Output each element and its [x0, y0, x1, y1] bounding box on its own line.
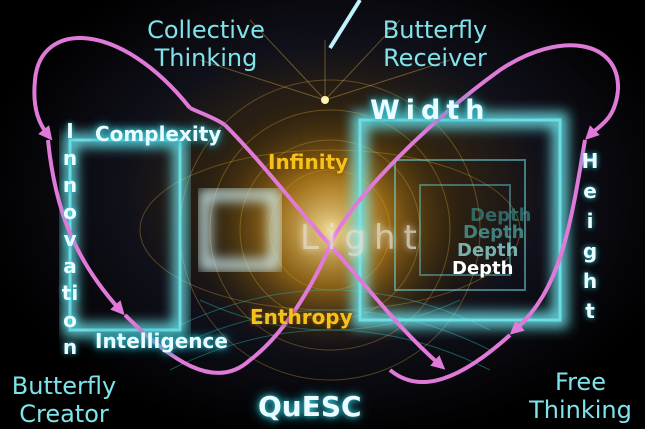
- left-down-arrow: [46, 139, 125, 316]
- diagonal-arrow-down: [223, 123, 446, 370]
- label-depth-2: Depth: [463, 222, 525, 243]
- butterfly-creator-text: Butterfly Creator: [11, 372, 117, 428]
- innovation-text: Innovation: [61, 119, 79, 359]
- label-complexity: Complexity: [95, 122, 222, 146]
- butterfly-receiver-text: Butterfly Receiver: [382, 16, 488, 72]
- label-infinity: Infinity: [268, 150, 349, 174]
- diagonal-arrow-start: [189, 106, 227, 127]
- label-light: Light: [300, 218, 425, 258]
- label-depth-1: Depth: [470, 205, 532, 226]
- label-quesc: QuESC: [258, 390, 362, 423]
- butterfly-loops: [32, 36, 621, 385]
- right-down-arrow: [509, 139, 587, 335]
- label-enthropy: Enthropy: [250, 305, 353, 329]
- collective-thinking-text: Collective Thinking: [147, 16, 265, 72]
- label-depth-3: Depth: [457, 240, 519, 261]
- concentric-rings: [139, 79, 521, 381]
- free-thinking-text: Free Thinking: [529, 368, 632, 424]
- label-depth-4: Depth: [452, 258, 514, 279]
- top-left-arrow: [32, 36, 192, 141]
- light-rays: [199, 19, 451, 101]
- label-collective-thinking: Collective Thinking: [136, 16, 276, 72]
- lower-left-loop: [123, 244, 332, 375]
- label-height: Height: [580, 146, 600, 326]
- lower-right-loop: [388, 333, 512, 385]
- top-slash-line: [328, 0, 362, 50]
- upper-right-loop: [328, 43, 621, 246]
- label-width: Width: [370, 95, 491, 126]
- label-intelligence: Intelligence: [95, 329, 228, 353]
- star-point: [321, 96, 329, 104]
- label-butterfly-receiver: Butterfly Receiver: [360, 16, 510, 72]
- label-free-thinking: Free Thinking: [518, 368, 643, 424]
- top-right-arrow: [585, 89, 620, 140]
- label-innovation: Innovation: [60, 118, 80, 361]
- height-text: Height: [581, 149, 599, 323]
- label-butterfly-creator: Butterfly Creator: [4, 372, 124, 428]
- grid-curves: [169, 289, 491, 371]
